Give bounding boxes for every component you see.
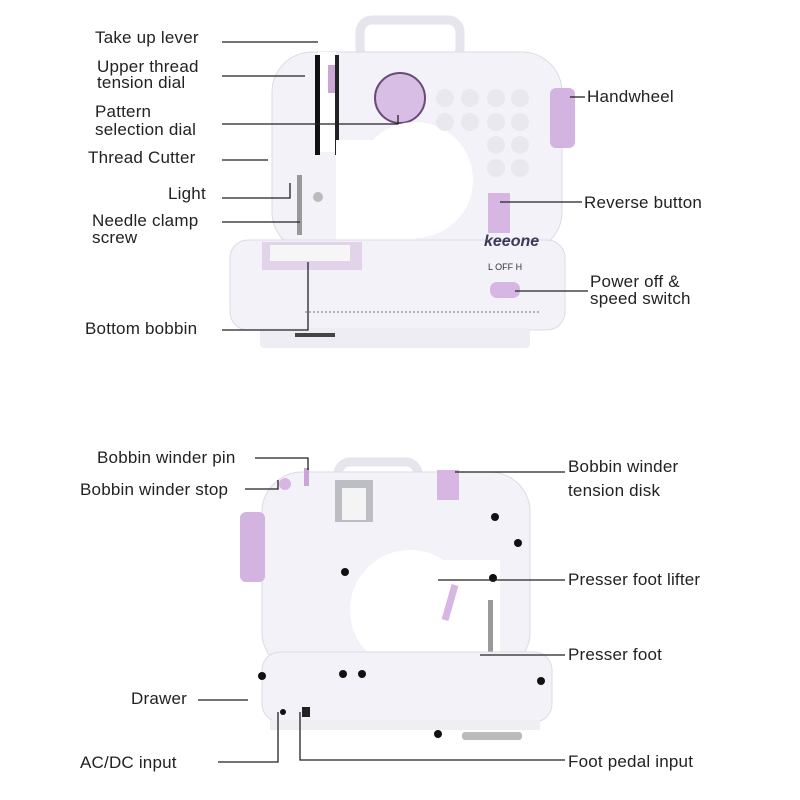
label-bottom-bobbin: Bottom bobbin	[85, 319, 198, 338]
label-pattern: Pattern	[95, 102, 152, 121]
label-bobbin-winder-pin: Bobbin winder pin	[97, 448, 236, 467]
label-acdc-input: AC/DC input	[80, 753, 177, 772]
label-presser-foot: Presser foot	[568, 645, 663, 664]
label-tension-disk: tension disk	[568, 481, 661, 500]
label-selection-dial: selection dial	[95, 120, 197, 139]
label-upper-thread: Upper thread	[97, 57, 199, 76]
label-screw: screw	[92, 228, 138, 247]
back-machine	[240, 457, 553, 740]
label-drawer: Drawer	[131, 689, 187, 708]
leader-lines	[198, 41, 588, 763]
label-speed-switch: speed switch	[590, 289, 691, 308]
label-needle-clamp: Needle clamp	[92, 211, 199, 230]
label-light: Light	[168, 184, 206, 203]
speed-switch-legend: L OFF H	[488, 262, 523, 272]
label-power-off: Power off &	[590, 272, 680, 291]
label-thread-cutter: Thread Cutter	[88, 148, 196, 167]
front-machine	[229, 15, 575, 348]
label-bobbin-winder-stop: Bobbin winder stop	[80, 480, 229, 499]
label-handwheel: Handwheel	[587, 87, 674, 106]
label-presser-foot-lifter: Presser foot lifter	[568, 570, 701, 589]
label-take-up-lever: Take up lever	[95, 28, 199, 47]
brand-logo: keeone	[484, 233, 540, 250]
label-reverse-button: Reverse button	[584, 193, 703, 212]
label-bobbin-winder: Bobbin winder	[568, 457, 679, 476]
label-foot-pedal-input: Foot pedal input	[568, 752, 694, 771]
label-tension-dial: tension dial	[97, 73, 186, 92]
